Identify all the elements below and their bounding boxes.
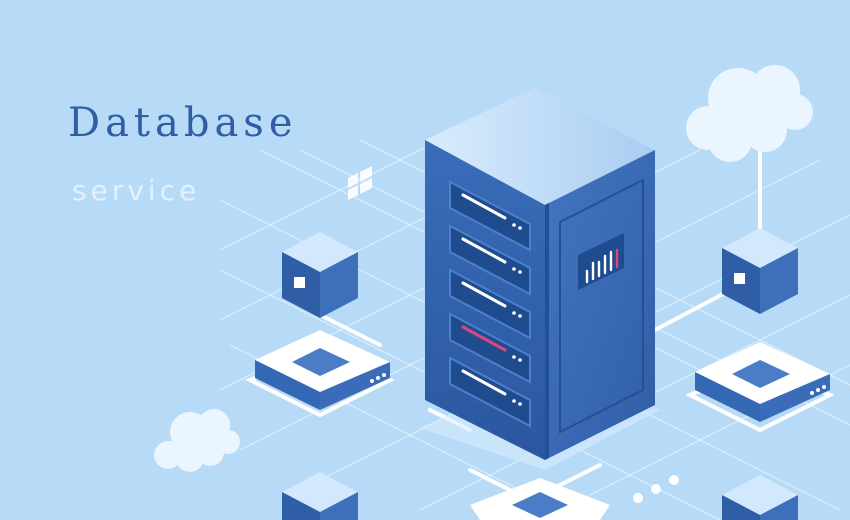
router-node-icon — [245, 330, 395, 418]
cloud-icon — [154, 409, 240, 472]
bar-chart-icon — [578, 233, 624, 290]
server-drive-bay — [449, 268, 531, 340]
cube-node-icon — [282, 472, 358, 520]
connection-dots — [633, 475, 679, 503]
windows-logo-icon — [348, 166, 372, 200]
cube-node-icon — [722, 475, 798, 520]
page-title: Database — [68, 100, 298, 146]
page-subtitle: service — [72, 174, 201, 207]
server-side-door — [559, 178, 644, 434]
server-drive-bay — [449, 356, 531, 428]
cube-node-icon — [722, 228, 798, 314]
router-node-icon — [470, 478, 610, 520]
cube-node-icon — [282, 232, 358, 318]
server-drive-bay — [449, 224, 531, 296]
router-node-icon — [685, 342, 835, 433]
server-rack-icon — [420, 88, 660, 470]
cloud-icon — [686, 65, 813, 162]
server-drive-bay — [449, 180, 531, 252]
server-drive-bay-active — [449, 312, 531, 384]
